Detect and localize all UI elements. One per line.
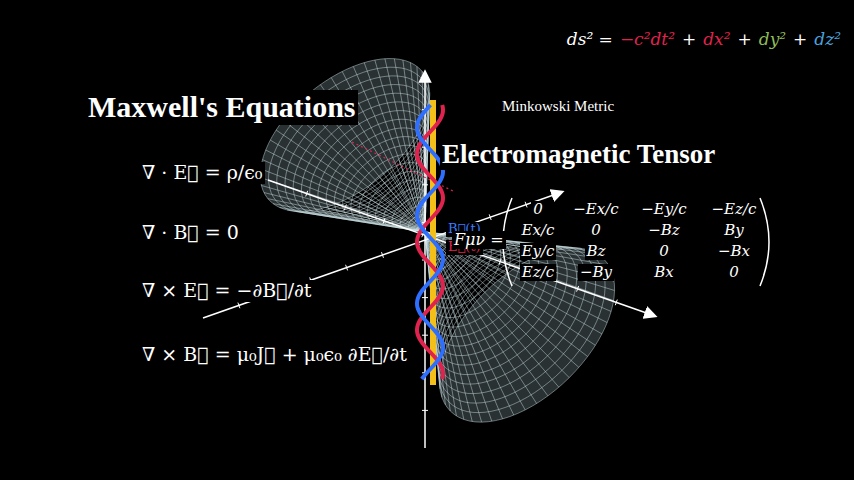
axis-tick (422, 410, 428, 411)
matrix-cell: 0 (589, 222, 603, 239)
section-heading: Maxwell's Equations (86, 90, 358, 125)
matrix-cell: −Bz (646, 222, 682, 239)
cone-mesh-ring (437, 245, 577, 384)
axis-tick (525, 202, 527, 208)
matrix-cell: Ez/c (520, 264, 556, 281)
axis-tick (383, 218, 385, 224)
axis-tick (489, 214, 491, 220)
axis-tick (306, 191, 308, 197)
cone-mesh-ring (436, 244, 567, 375)
axis-tick (346, 265, 348, 271)
equation: ∇ · E⃗ = ρ/ϵ₀ (140, 162, 265, 184)
axis-tick (422, 335, 428, 336)
metric-term: dx² (701, 30, 732, 50)
metric-term: + (736, 30, 754, 50)
equation: ∇ × B⃗ = μ₀J⃗ + μ₀ϵ₀ ∂E⃗/∂t (140, 344, 409, 366)
matrix-cell: Ex/c (520, 222, 557, 239)
axis-tick (577, 286, 579, 292)
cone-mesh-ring (438, 246, 596, 403)
matrix-cell: −By (578, 264, 614, 281)
axis-tick (422, 184, 428, 185)
cone-half (260, 59, 429, 232)
cone-mesh-ring (437, 245, 586, 393)
matrix-cell: Bx (652, 264, 675, 281)
metric-term: ds² = (565, 30, 615, 50)
section-heading: Electromagnetic Tensor (440, 139, 717, 170)
axis-tick (499, 259, 501, 265)
cone-mesh-ring (269, 67, 430, 212)
axis-tick (615, 300, 617, 306)
metric-term: dz² (812, 30, 843, 50)
cone-surface (260, 59, 429, 232)
matrix-cell: By (722, 222, 746, 239)
cone-surface (425, 232, 615, 422)
matrix-cell: 0 (657, 243, 671, 260)
metric-term: + (680, 30, 698, 50)
tensor-symbol: Fμν = (452, 231, 506, 249)
axis-tick (382, 252, 384, 258)
cone-mesh-ring (260, 59, 429, 212)
equation: ∇ × E⃗ = −∂B⃗/∂t (140, 280, 314, 302)
axis-tick (344, 204, 346, 210)
metric-term: −c²dt² (618, 30, 677, 50)
axes (203, 72, 655, 448)
matrix-cell: −Ex/c (571, 201, 620, 218)
matrix-cell: −Ez/c (710, 201, 759, 218)
matrix-cell: −Bx (716, 243, 752, 260)
equation: ∇ · B⃗ = 0 (140, 222, 241, 244)
cone-mesh-ring (439, 248, 614, 422)
axis-line (268, 180, 655, 316)
matrix-cell: 0 (531, 201, 545, 218)
matrix-cell: Ey/c (520, 243, 557, 260)
axis-tick (422, 297, 428, 298)
metric-term: dy² (757, 30, 788, 50)
matrix-brackets (503, 198, 769, 286)
matrix-cell: Bz (585, 243, 608, 260)
cone-half (425, 232, 615, 422)
matrix-cell: 0 (727, 264, 741, 281)
cone-mesh-line (425, 232, 614, 281)
metric-term: + (791, 30, 809, 50)
caption-label: Minkowski Metric (500, 98, 616, 115)
axis-tick (238, 303, 240, 309)
matrix-cell: −Ey/c (639, 201, 688, 218)
matrix-bracket (760, 198, 769, 286)
